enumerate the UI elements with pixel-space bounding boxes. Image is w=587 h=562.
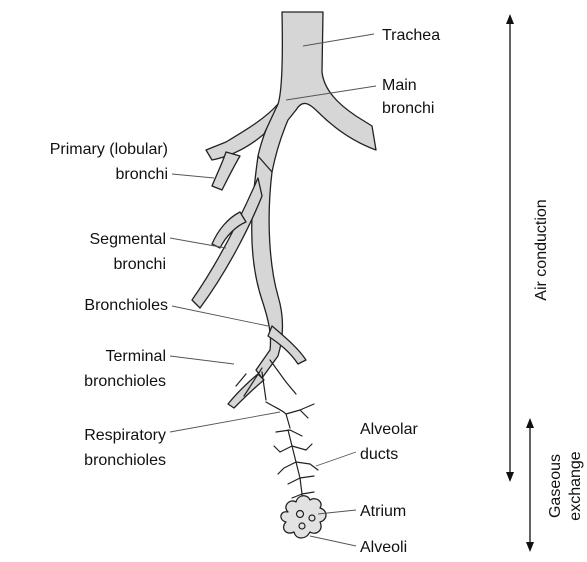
label-atrium: Atrium — [360, 503, 406, 520]
label-alveolar-ducts-line2: ducts — [360, 446, 398, 463]
airway-tree — [192, 12, 376, 408]
label-main-bronchi-line1: Main — [382, 77, 417, 94]
label-gaseous-exchange-line2: exchange — [567, 451, 584, 520]
alveoli-cluster — [281, 496, 326, 538]
label-primary-bronchi-line1: Primary (lobular) — [50, 141, 168, 158]
label-main-bronchi-line2: bronchi — [382, 100, 434, 117]
label-trachea: Trachea — [382, 27, 440, 44]
label-primary-bronchi-line2: bronchi — [116, 166, 168, 183]
gaseous-exchange-arrow — [526, 418, 534, 552]
air-conduction-arrow — [506, 14, 514, 482]
label-respiratory-bronchioles-line2: bronchioles — [84, 452, 166, 469]
label-terminal-bronchioles-line2: bronchioles — [84, 373, 166, 390]
label-segmental-bronchi-line1: Segmental — [90, 231, 167, 248]
label-air-conduction: Air conduction — [533, 199, 550, 300]
label-alveolar-ducts-line1: Alveolar — [360, 421, 418, 438]
label-alveoli: Alveoli — [360, 539, 407, 556]
label-terminal-bronchioles-line1: Terminal — [106, 348, 166, 365]
label-segmental-bronchi-line2: bronchi — [114, 256, 166, 273]
label-bronchioles: Bronchioles — [84, 297, 168, 314]
structure-labels: Trachea Main bronchi Primary (lobular) b… — [50, 27, 440, 556]
label-respiratory-bronchioles-line1: Respiratory — [84, 427, 166, 444]
label-gaseous-exchange-line1: Gaseous — [547, 454, 564, 518]
terminal-bronchiole-left — [228, 374, 264, 408]
